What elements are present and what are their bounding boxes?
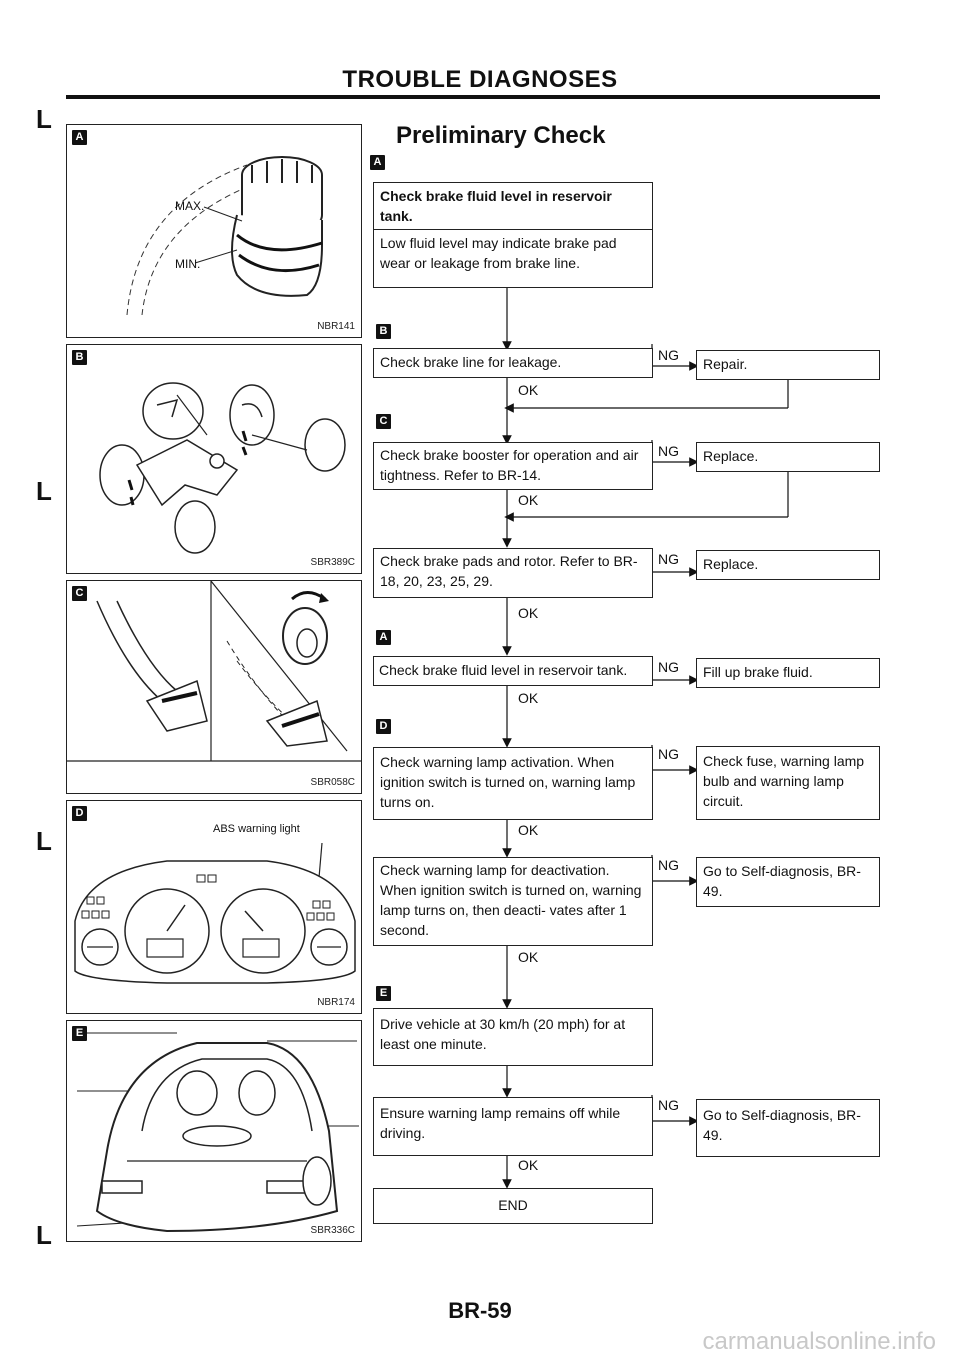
vehicle-driving-illustration bbox=[76, 1032, 359, 1233]
step-4-ok-label: OK bbox=[518, 605, 539, 621]
reservoir-illustration bbox=[126, 156, 323, 316]
step-4-ng-label: NG bbox=[658, 551, 679, 567]
figure-code: SBR058C bbox=[310, 777, 355, 788]
watermark: carmanualsonline.info bbox=[702, 1328, 936, 1355]
step-tag: E bbox=[376, 986, 391, 1001]
figure-code: SBR336C bbox=[310, 1225, 355, 1236]
step-9-text: Ensure warning lamp remains off while dr… bbox=[380, 1105, 621, 1141]
figure-code: NBR141 bbox=[317, 321, 355, 332]
step-1-note: Low fluid level may indicate brake pad w… bbox=[380, 235, 617, 271]
step-5-text: Check brake fluid level in reservoir tan… bbox=[379, 662, 628, 678]
step-3-ng-label: NG bbox=[658, 443, 679, 459]
panel-tag: D bbox=[72, 806, 87, 821]
step-3-ng-box: Replace. bbox=[696, 442, 880, 472]
margin-mark: L bbox=[36, 826, 52, 856]
header-rule bbox=[66, 95, 880, 99]
step-9-ng-text: Go to Self-diagnosis, BR-49. bbox=[703, 1107, 861, 1143]
step-2-box: Check brake line for leakage. bbox=[373, 348, 653, 378]
step-6-ok-label: OK bbox=[518, 822, 539, 838]
step-3-ng-text: Replace. bbox=[703, 448, 759, 464]
step-4-text: Check brake pads and rotor. Refer to BR-… bbox=[380, 553, 638, 589]
step-5-ng-box: Fill up brake fluid. bbox=[696, 658, 880, 688]
step-tag: A bbox=[370, 155, 385, 170]
step-6-ng-label: NG bbox=[658, 746, 679, 762]
instrument-cluster-illustration bbox=[74, 842, 356, 984]
step-9-ng-box: Go to Self-diagnosis, BR-49. bbox=[696, 1099, 880, 1157]
end-text: END bbox=[498, 1197, 528, 1213]
step-4-box: Check brake pads and rotor. Refer to BR-… bbox=[373, 548, 653, 598]
step-tag: B bbox=[376, 324, 391, 339]
step-3-ok-label: OK bbox=[518, 492, 539, 508]
panel-tag: A bbox=[72, 130, 87, 145]
step-8-box: Drive vehicle at 30 km/h (20 mph) for at… bbox=[373, 1008, 653, 1066]
section-title: Preliminary Check bbox=[396, 122, 606, 149]
step-5-ng-label: NG bbox=[658, 659, 679, 675]
step-1-divider bbox=[374, 229, 652, 230]
page-header-title: TROUBLE DIAGNOSES bbox=[342, 66, 618, 93]
margin-mark: L bbox=[36, 1220, 52, 1250]
step-6-ng-text: Check fuse, warning lamp bulb and warnin… bbox=[703, 753, 865, 809]
illustration-panel-e: E SBR336C bbox=[66, 1020, 362, 1242]
step-2-ng-box: Repair. bbox=[696, 350, 880, 380]
step-5-ng-text: Fill up brake fluid. bbox=[703, 664, 813, 680]
step-7-ok-label: OK bbox=[518, 949, 539, 965]
step-3-text: Check brake booster for operation and ai… bbox=[380, 447, 639, 483]
step-4-ng-box: Replace. bbox=[696, 550, 880, 580]
step-7-ng-label: NG bbox=[658, 857, 679, 873]
figure-code: NBR174 bbox=[317, 997, 355, 1008]
abs-warning-light-callout: ABS warning light bbox=[213, 823, 300, 835]
min-label: MIN. bbox=[175, 257, 201, 271]
panel-tag: E bbox=[72, 1026, 87, 1041]
step-2-ng-label: NG bbox=[658, 347, 679, 363]
illustration-panel-a: A MAX. MIN. NBR141 bbox=[66, 124, 362, 338]
step-2-ok-label: OK bbox=[518, 382, 539, 398]
max-label: MAX. bbox=[175, 199, 205, 213]
margin-mark: L bbox=[36, 476, 52, 506]
step-5-ok-label: OK bbox=[518, 690, 539, 706]
step-7-box: Check warning lamp for deactivation. Whe… bbox=[373, 857, 653, 946]
step-5-box: Check brake fluid level in reservoir tan… bbox=[373, 656, 653, 686]
step-tag: C bbox=[376, 414, 391, 429]
step-6-ng-box: Check fuse, warning lamp bulb and warnin… bbox=[696, 746, 880, 820]
step-tag: D bbox=[376, 719, 391, 734]
illustration-panel-b: B SBR389C bbox=[66, 344, 362, 574]
step-9-box: Ensure warning lamp remains off while dr… bbox=[373, 1097, 653, 1156]
panel-tag: C bbox=[72, 586, 87, 601]
step-2-text: Check brake line for leakage. bbox=[380, 354, 562, 370]
page-number: BR-59 bbox=[448, 1298, 512, 1323]
step-1-title: Check brake fluid level in reservoir tan… bbox=[380, 188, 612, 224]
step-tag: A bbox=[376, 630, 391, 645]
brake-line-illustration bbox=[99, 382, 346, 554]
step-7-ng-box: Go to Self-diagnosis, BR-49. bbox=[696, 857, 880, 907]
step-8-text: Drive vehicle at 30 km/h (20 mph) for at… bbox=[380, 1016, 626, 1052]
illustration-panel-d: D ABS warning light NBR174 bbox=[66, 800, 362, 1014]
step-9-ng-label: NG bbox=[658, 1097, 679, 1113]
illustration-panel-c: C SBR058C bbox=[66, 580, 362, 794]
step-2-ng-text: Repair. bbox=[703, 356, 748, 372]
step-6-box: Check warning lamp activation. When igni… bbox=[373, 747, 653, 820]
step-4-ng-text: Replace. bbox=[703, 556, 759, 572]
panel-tag: B bbox=[72, 350, 87, 365]
step-3-box: Check brake booster for operation and ai… bbox=[373, 442, 653, 490]
step-9-ok-label: OK bbox=[518, 1157, 539, 1173]
figure-code: SBR389C bbox=[310, 557, 355, 568]
step-7-text: Check warning lamp for deactivation. Whe… bbox=[380, 862, 642, 938]
margin-mark: L bbox=[36, 104, 52, 134]
step-1-box: Check brake fluid level in reservoir tan… bbox=[373, 182, 653, 288]
step-7-ng-text: Go to Self-diagnosis, BR-49. bbox=[703, 863, 861, 899]
brake-booster-illustration bbox=[67, 580, 361, 762]
end-box: END bbox=[373, 1188, 653, 1224]
step-6-text: Check warning lamp activation. When igni… bbox=[380, 754, 636, 810]
